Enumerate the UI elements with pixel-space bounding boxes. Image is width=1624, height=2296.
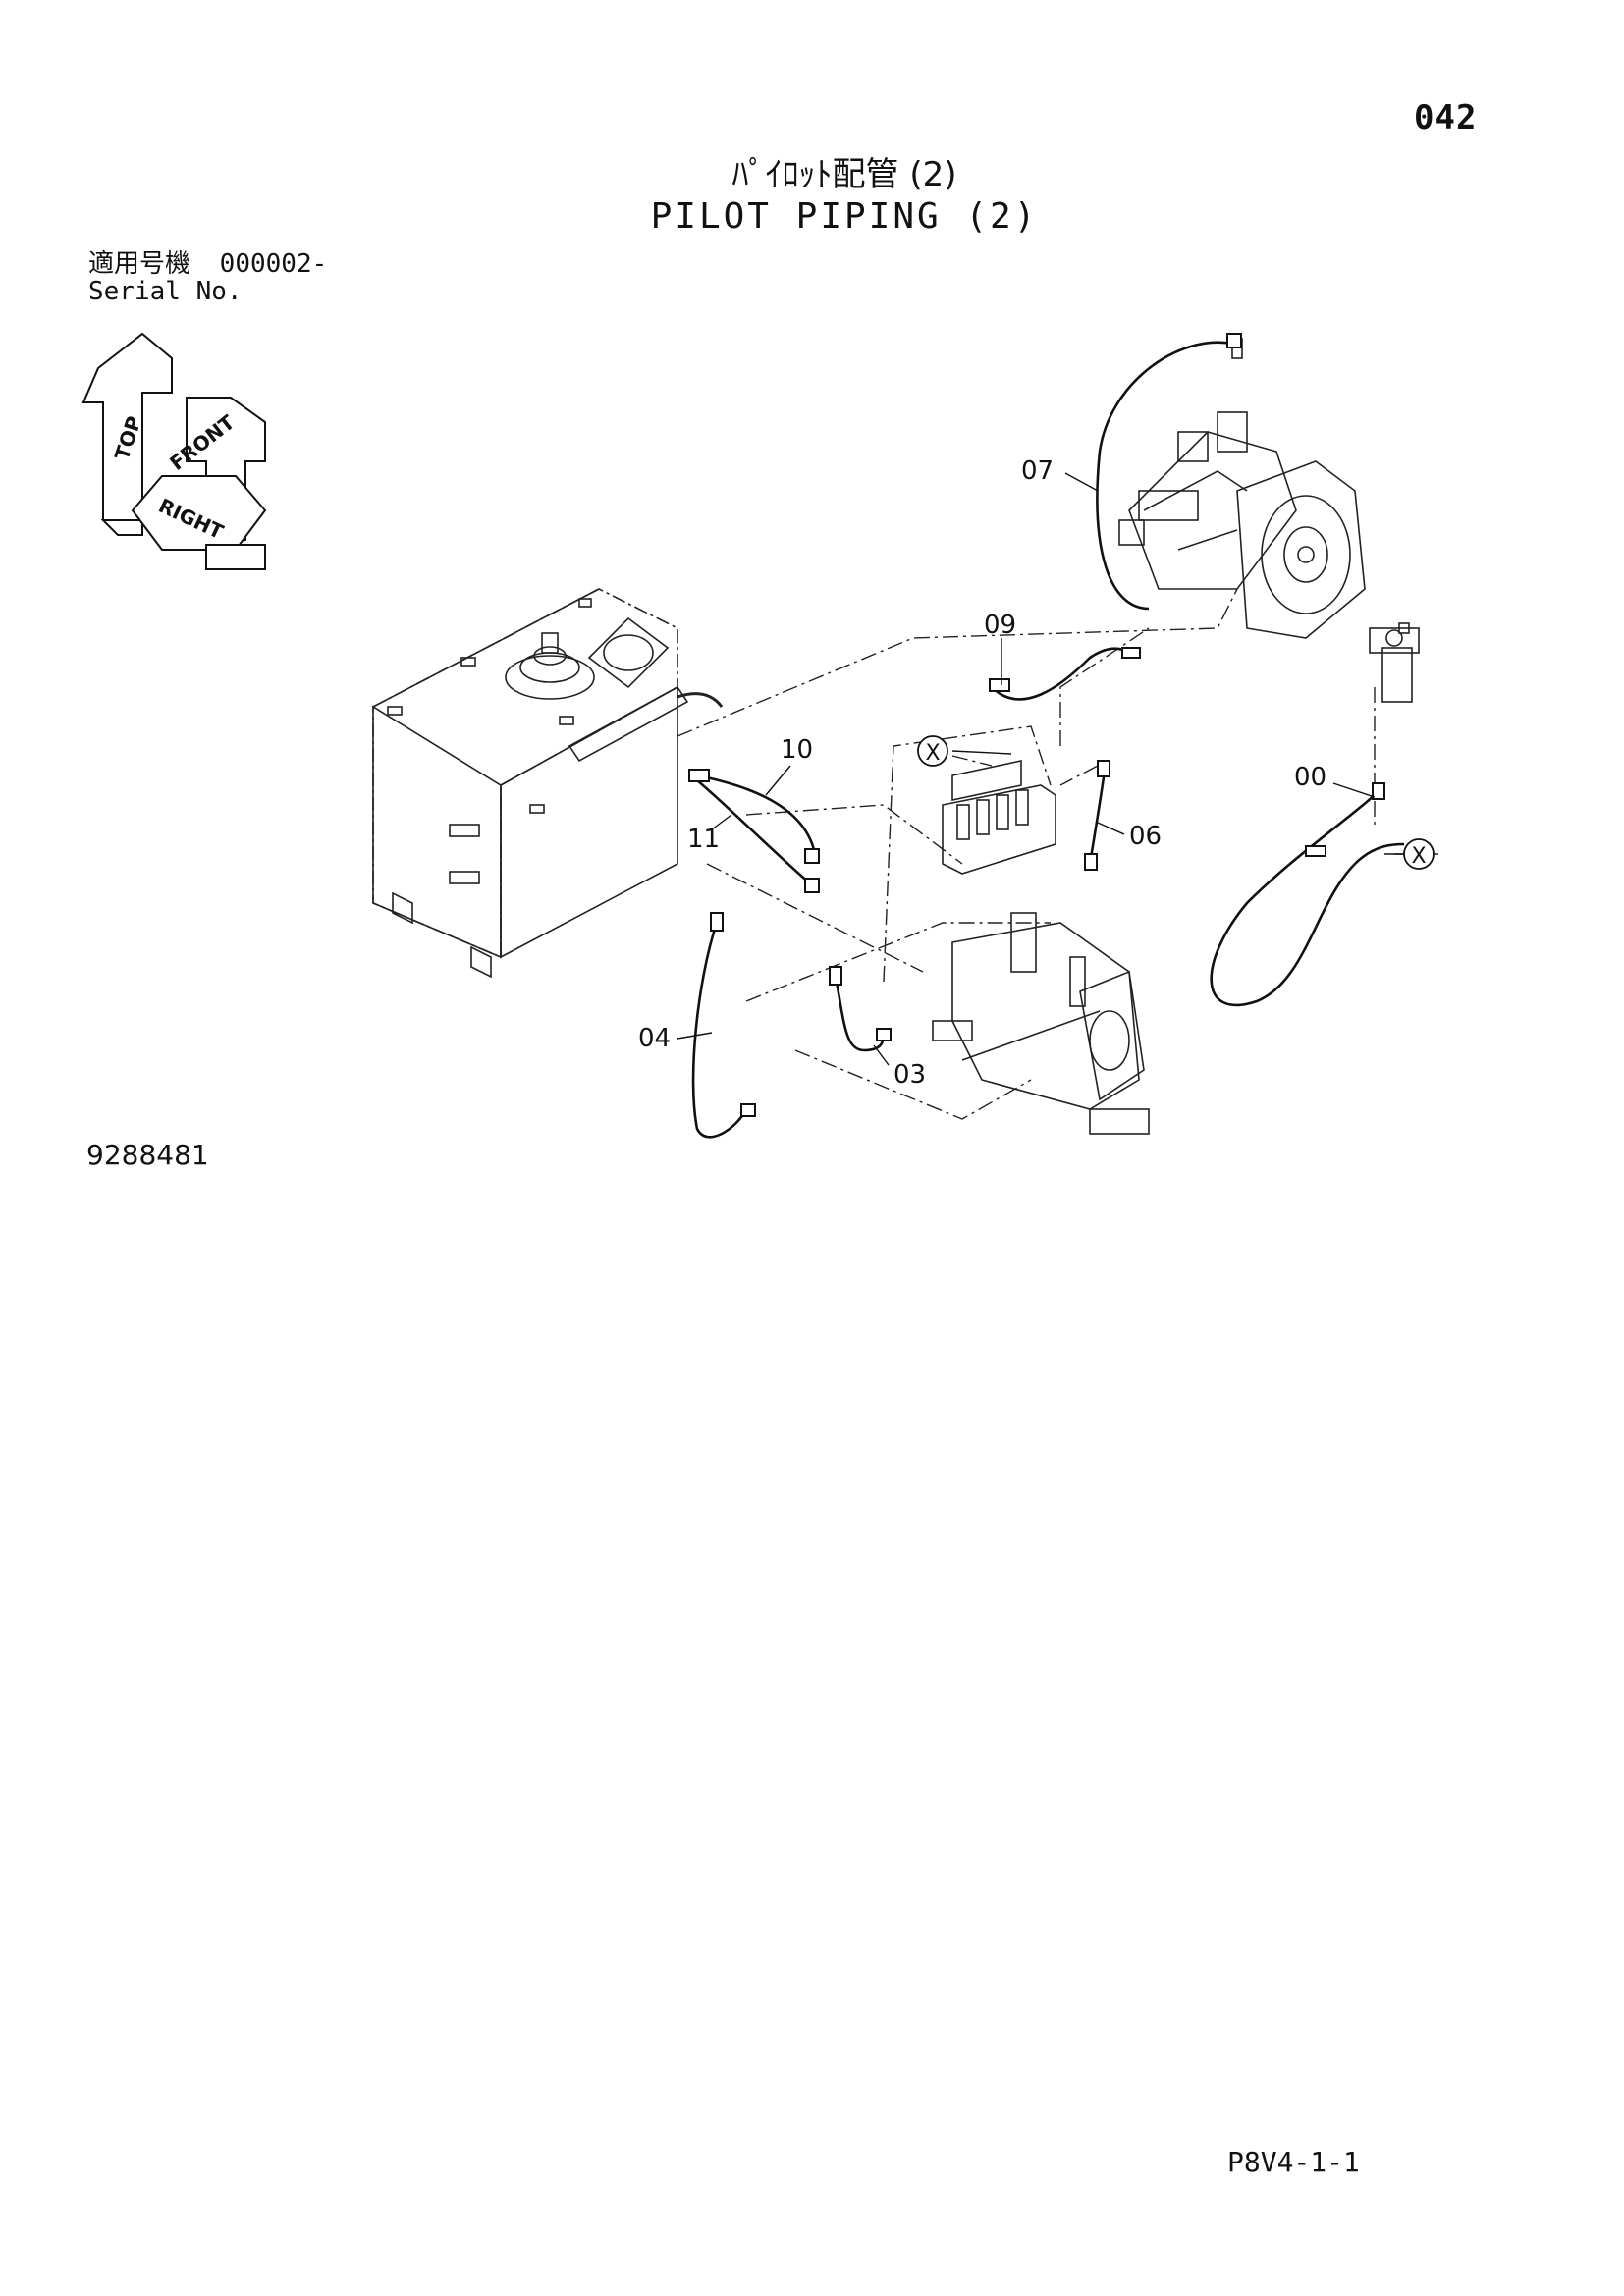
hose-06 — [1088, 770, 1107, 865]
page-number: 042 — [1414, 98, 1478, 137]
pilot-valve-block — [942, 760, 1056, 875]
callout-00: 00 — [1294, 763, 1326, 792]
hose-10 — [696, 774, 817, 855]
callouts: 07 09 10 11 06 00 04 03 — [638, 456, 1326, 1090]
hose-04 — [691, 922, 748, 1139]
hose-00 — [1210, 789, 1405, 1007]
serial-label-jp: 適用号機 — [88, 249, 191, 279]
drawing-number: 9288481 — [86, 1139, 209, 1171]
piping-routes — [677, 588, 1443, 1120]
hydraulic-tank — [372, 588, 724, 979]
callout-03: 03 — [893, 1060, 926, 1090]
sheet-code: P8V4-1-1 — [1227, 2146, 1360, 2178]
control-valve — [932, 912, 1150, 1135]
leader-lines — [677, 472, 1404, 1066]
connection-marker-x-left: X — [917, 735, 948, 767]
callout-06: 06 — [1129, 822, 1162, 851]
hose-11 — [696, 779, 811, 884]
hose-07 — [1096, 341, 1233, 611]
svg-text:X: X — [925, 741, 940, 766]
serial-value: 000002- — [219, 249, 328, 279]
hose-fittings — [688, 333, 1385, 1117]
callout-10: 10 — [781, 735, 813, 765]
callout-11: 11 — [687, 825, 720, 854]
callout-07: 07 — [1021, 456, 1054, 486]
serial-label-en: Serial No. — [88, 277, 243, 306]
serial-row-jp: 適用号機 000002- — [88, 250, 327, 278]
title-english: PILOT PIPING (2) — [650, 196, 1039, 237]
callout-09: 09 — [984, 611, 1016, 640]
serial-block: 適用号機 000002- Serial No. — [88, 250, 327, 305]
svg-text:X: X — [1411, 844, 1426, 869]
title-japanese: ﾊﾟｲﾛｯﾄ配管 (2) — [731, 155, 957, 194]
pilot-filter — [1369, 622, 1420, 703]
connection-marker-x-right: X — [1403, 838, 1435, 870]
main-pump — [1118, 338, 1366, 639]
orientation-indicator — [81, 332, 267, 570]
callout-04: 04 — [638, 1024, 671, 1053]
